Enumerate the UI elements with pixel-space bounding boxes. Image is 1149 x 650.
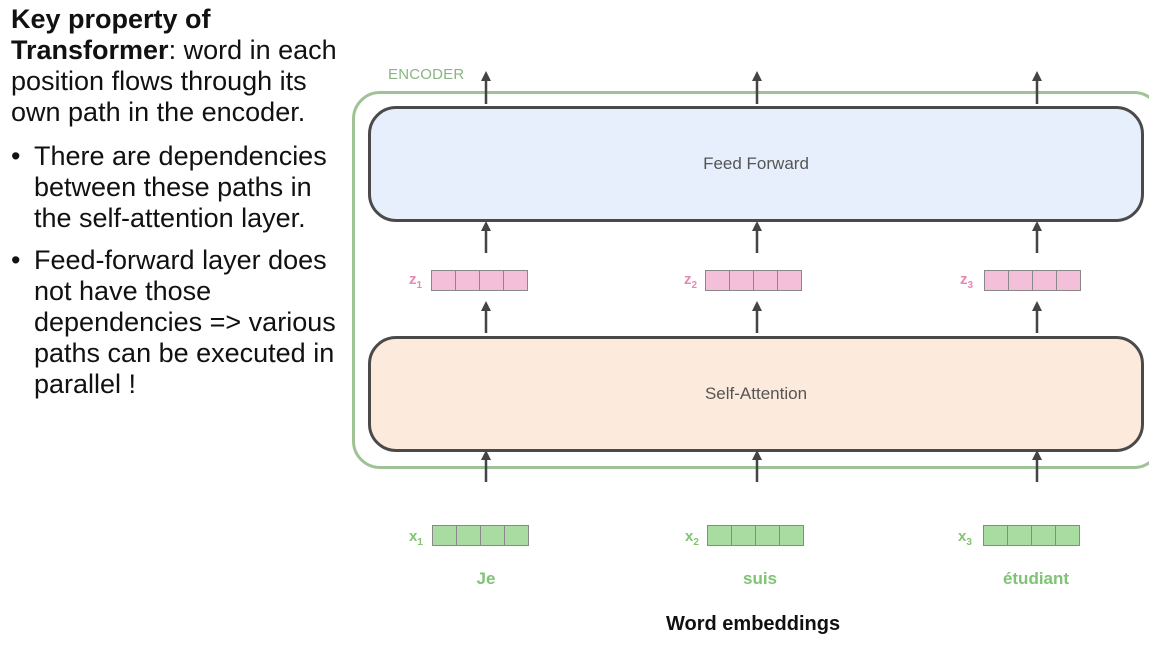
encoder-label: ENCODER <box>386 66 467 83</box>
word-embeddings-caption: Word embeddings <box>666 613 841 635</box>
encoder-frame <box>352 91 1149 469</box>
x1-label: x1 <box>409 528 423 548</box>
bullet-list: • There are dependencies between these pa… <box>11 141 341 400</box>
key-property-rest: : word in each position flows through it… <box>11 35 337 127</box>
word-etudiant: étudiant <box>1002 569 1070 588</box>
z3-label: z3 <box>960 271 974 291</box>
z3-vector <box>984 270 1081 291</box>
key-property-heading: Key property of Transformer: word in eac… <box>11 4 341 128</box>
z2-label: z2 <box>684 271 698 291</box>
word-je: Je <box>476 569 496 588</box>
bullet-dot: • <box>11 141 21 171</box>
bullet-dot: • <box>11 245 21 275</box>
z1-vector <box>431 270 528 291</box>
bullet-item-dependencies: • There are dependencies between these pa… <box>11 141 341 234</box>
x3-label: x3 <box>958 528 972 548</box>
bullet-text: Feed-forward layer does not have those d… <box>34 245 336 399</box>
x2-label: x2 <box>685 528 699 548</box>
feed-forward-layer: Feed Forward <box>368 106 1144 222</box>
self-attention-label: Self-Attention <box>704 384 808 403</box>
word-suis: suis <box>742 569 778 588</box>
z1-label: z1 <box>409 271 423 291</box>
key-property-bold: Key property of Transformer <box>11 4 211 65</box>
x3-vector <box>983 525 1080 546</box>
x2-vector <box>707 525 804 546</box>
feed-forward-label: Feed Forward <box>703 154 809 173</box>
x1-vector <box>432 525 529 546</box>
left-text-panel: Key property of Transformer: word in eac… <box>11 4 341 411</box>
bullet-text: There are dependencies between these pat… <box>34 141 327 233</box>
z2-vector <box>705 270 802 291</box>
bullet-item-parallel: • Feed-forward layer does not have those … <box>11 245 341 400</box>
